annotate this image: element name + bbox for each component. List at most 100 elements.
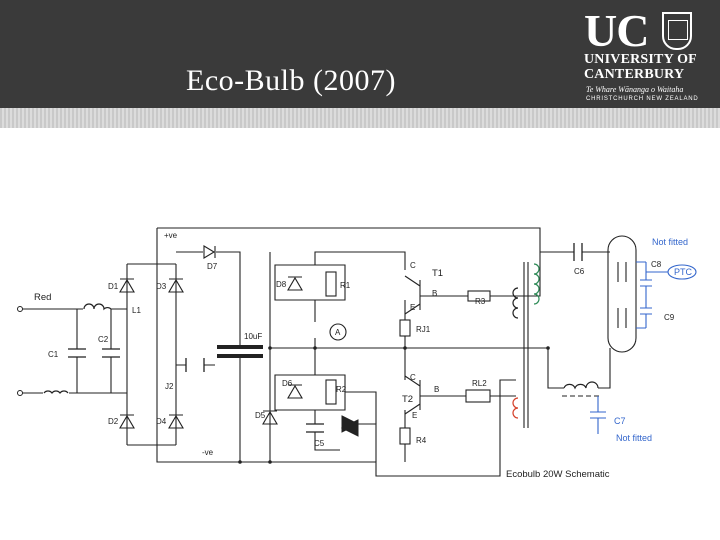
label-r2: R2 — [336, 385, 347, 394]
capacitor-10uf-plate-top — [217, 345, 263, 349]
label-c5: C5 — [314, 439, 325, 448]
capacitor-c8-c9 — [640, 279, 652, 315]
diode-d8 — [287, 276, 303, 291]
label-t1: T1 — [432, 268, 443, 279]
capacitor-c1 — [68, 348, 86, 358]
diode-d1 — [119, 278, 135, 293]
label-rl2: RL2 — [472, 379, 487, 388]
winding-green — [533, 263, 540, 305]
capacitor-c5 — [306, 423, 324, 433]
label-not-fitted-top: Not fitted — [652, 237, 688, 247]
label-t1-base: B — [432, 289, 437, 298]
diode-d6 — [287, 384, 303, 399]
label-j2: J2 — [165, 382, 174, 391]
header-divider-strip — [0, 108, 720, 128]
logo-uc: UC — [584, 5, 649, 56]
wire-t2 — [314, 348, 406, 462]
label-c6: C6 — [574, 267, 585, 276]
wire-choke — [547, 348, 611, 389]
resistor-r1 — [325, 271, 337, 297]
label-ptc: PTC — [674, 267, 693, 277]
junction-dot — [268, 460, 272, 464]
label-t2-base: B — [434, 385, 439, 394]
wire-c8-c9 — [636, 261, 647, 329]
label-c2: C2 — [98, 335, 109, 344]
label-c1: C1 — [48, 350, 59, 359]
resistor-rj1 — [399, 319, 411, 337]
label-t2-collector: C — [410, 373, 416, 382]
winding-red — [512, 397, 519, 419]
label-r1: R1 — [340, 281, 351, 290]
schematic-caption: Ecobulb 20W Schematic — [506, 469, 610, 480]
wire-neg-rail — [200, 379, 516, 477]
label-rj1: RJ1 — [416, 325, 431, 334]
label-t2: T2 — [402, 394, 413, 405]
label-t1-emitter: E — [410, 303, 415, 312]
junction-dot — [268, 346, 272, 350]
logo-line-2: CANTERBURY — [584, 67, 685, 82]
label-d6: D6 — [282, 379, 293, 388]
label-r3: R3 — [475, 297, 486, 306]
label-d5: D5 — [255, 411, 266, 420]
slide-header — [0, 0, 720, 108]
label-r4: R4 — [416, 436, 427, 445]
label-l1: L1 — [132, 306, 141, 315]
label-d2: D2 — [108, 417, 119, 426]
diode-d4 — [168, 414, 184, 429]
diode-d2 — [119, 414, 135, 429]
label-d3: D3 — [156, 282, 167, 291]
fluorescent-tube — [607, 235, 637, 353]
terminal-lower — [17, 390, 23, 396]
winding-primary — [512, 287, 519, 319]
label-d4: D4 — [156, 417, 167, 426]
wire-bridge — [126, 263, 177, 446]
junction-dot — [546, 346, 550, 350]
resistor-r3 — [467, 290, 491, 302]
wire-d8-r1-loop — [274, 264, 346, 301]
label-d7: D7 — [207, 262, 218, 271]
university-logo: UC UNIVERSITY OF CANTERBURY Te Whare Wān… — [584, 8, 714, 104]
label-cap-value: 10uF — [244, 332, 262, 341]
diode-d7 — [203, 245, 216, 259]
logo-line-4: CHRISTCHURCH NEW ZEALAND — [586, 96, 699, 102]
tube-filaments — [617, 262, 627, 328]
terminal-red — [17, 306, 23, 312]
crest-icon — [662, 12, 692, 50]
label-c8: C8 — [651, 260, 662, 269]
wire-d6-r2-loop — [274, 374, 346, 411]
transistor-t1 — [404, 275, 421, 315]
capacitor-j2 — [185, 358, 205, 372]
diode-d5 — [262, 410, 278, 425]
wire-d7-cap — [176, 251, 241, 462]
wire-t1 — [314, 251, 406, 348]
inductor-choke — [563, 381, 599, 390]
label-c9: C9 — [664, 313, 675, 322]
label-pos: +ve — [164, 231, 178, 240]
capacitor-10uf-plate-bottom — [217, 354, 263, 358]
label-t2-emitter: E — [412, 411, 417, 420]
ammeter-a — [329, 323, 347, 341]
wire-left-loop — [156, 228, 200, 463]
transistor-t2 — [404, 375, 421, 415]
junction-dot — [238, 460, 242, 464]
junction-dot — [403, 346, 407, 350]
wire-gate — [345, 391, 377, 424]
label-a: A — [335, 328, 341, 337]
resistor-r2 — [325, 379, 337, 405]
capacitor-c6 — [573, 243, 583, 261]
inductor-l1 — [83, 303, 112, 311]
label-t1-collector: C — [410, 261, 416, 270]
resistor-rl2 — [465, 389, 491, 403]
logo-line-3: Te Whare Wānanga o Waitaha — [586, 85, 684, 94]
label-d1: D1 — [108, 282, 119, 291]
capacitor-c2 — [102, 348, 120, 358]
label-red: Red — [34, 292, 51, 303]
capacitor-c7 — [590, 396, 606, 434]
label-neg: -ve — [202, 448, 214, 457]
resistor-r4 — [399, 427, 411, 445]
label-c7: C7 — [614, 416, 626, 426]
slide-title: Eco-Bulb (2007) — [186, 64, 396, 97]
inductor-input — [43, 390, 69, 394]
junction-dot — [313, 346, 317, 350]
